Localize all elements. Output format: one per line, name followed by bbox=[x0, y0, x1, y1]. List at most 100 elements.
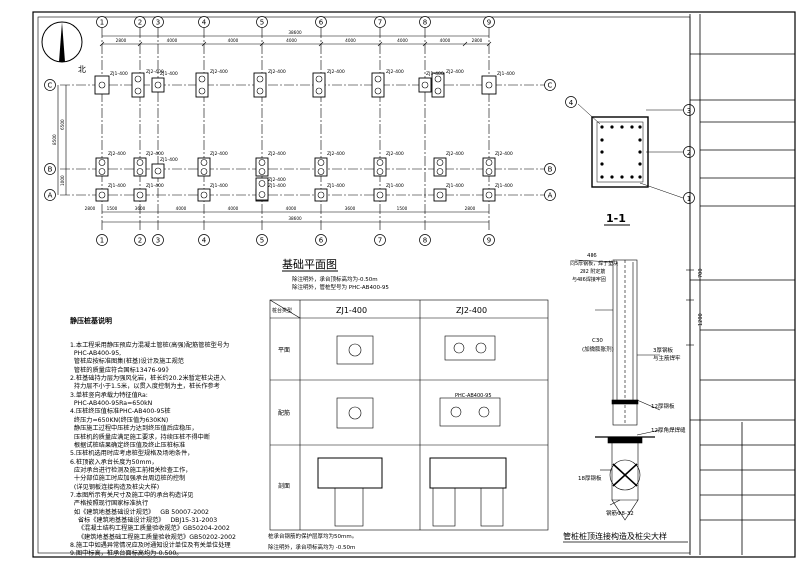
table-row-plan: 平面 bbox=[278, 347, 290, 354]
pile-cap bbox=[133, 157, 147, 177]
pile-cap-table bbox=[269, 299, 549, 531]
pile-cap bbox=[255, 157, 269, 177]
cap-label: ZJ2-400 bbox=[268, 151, 286, 157]
dim-text: 3600 bbox=[345, 206, 356, 211]
grid-bubble bbox=[374, 234, 386, 246]
pile bbox=[315, 87, 323, 95]
notes-title: 静压桩基说明 bbox=[70, 316, 112, 325]
dim-text: 1500 bbox=[107, 206, 118, 211]
note-line: 严格按照现行国家标准执行 bbox=[70, 500, 149, 508]
pile-cap bbox=[95, 188, 109, 202]
note-line: 《建筑地基基础工程施工质量验收规范》GB50202-2002 bbox=[70, 533, 236, 541]
dim-tick bbox=[422, 41, 428, 47]
grid-col-label: 9 bbox=[487, 237, 491, 245]
rebar-dot bbox=[600, 175, 604, 179]
pile bbox=[200, 159, 208, 166]
pile-cap bbox=[373, 157, 387, 177]
pile bbox=[136, 159, 144, 166]
grid-bubble bbox=[256, 16, 268, 28]
dim-text: 4000 bbox=[286, 206, 297, 211]
outer-frame bbox=[32, 11, 796, 558]
cap-label: ZJ1-400 bbox=[210, 183, 228, 189]
cap-label: ZJ1-400 bbox=[146, 183, 164, 189]
plan-title: 基础平面图 bbox=[282, 258, 337, 271]
rebar-dot bbox=[638, 125, 642, 129]
grid-bubble bbox=[96, 234, 108, 246]
dim-text: 2800 bbox=[116, 38, 127, 43]
grid-bubble bbox=[544, 189, 556, 201]
pile bbox=[317, 191, 325, 199]
dim-text: 4000 bbox=[176, 206, 187, 211]
note-line: 终压力=650KN(终压值为630KN) bbox=[70, 416, 169, 424]
detail-label: 12厚角焊焊缝 bbox=[651, 426, 686, 434]
dim-text: 4000 bbox=[345, 38, 356, 43]
rebar-dot bbox=[620, 125, 624, 129]
rebar-dot bbox=[630, 175, 634, 179]
note-line: (详见钢板连接构造及桩尖大样) bbox=[70, 483, 160, 491]
grid-bubble bbox=[44, 163, 56, 175]
cap-label: ZJ2-400 bbox=[327, 151, 345, 157]
pile bbox=[198, 87, 206, 95]
dim-text: 4000 bbox=[397, 38, 408, 43]
grid-col-label: 7 bbox=[378, 237, 382, 245]
note-line: 5.压桩机选用时应考虑桩型规格及场地条件， bbox=[70, 450, 194, 458]
plan-note-elevation: 除注明外，承台顶标高均为-0.50m bbox=[292, 275, 378, 283]
pile-cap bbox=[95, 157, 109, 177]
pile-cap bbox=[312, 72, 326, 98]
note-line: 1.本工程采用静压预应力混凝土管桩(高强)配筋管桩型号为 bbox=[70, 341, 230, 349]
section-title: 1-1 bbox=[606, 212, 626, 225]
cap-label: ZJ2-400 bbox=[268, 177, 286, 183]
rebar-dot bbox=[610, 175, 614, 179]
pile bbox=[200, 191, 208, 199]
pile bbox=[317, 159, 325, 166]
dim-text: 3600 bbox=[135, 206, 146, 211]
dim-text: 4000 bbox=[286, 38, 297, 43]
grid-col-label: 2 bbox=[138, 19, 142, 27]
pile-cap bbox=[314, 188, 328, 202]
note-line: 管桩应按标准图集(桩基)设计及施工规范 bbox=[70, 358, 184, 366]
pile bbox=[421, 81, 429, 89]
table-footnote-2: 除注明外，承台项标高均为 -0.50m bbox=[268, 543, 355, 551]
table-footnote-1: 桩承台钢筋的保护层厚均为50mm。 bbox=[268, 532, 357, 540]
dim-text: 6500 bbox=[60, 119, 65, 130]
grid-bubble bbox=[96, 16, 108, 28]
detail-label: 12厚钢板 bbox=[651, 402, 675, 410]
pile bbox=[317, 168, 325, 175]
dim-tick bbox=[462, 41, 468, 47]
dim-total: 8500 bbox=[52, 134, 57, 145]
note-line: 省标《建筑地基基础设计规范》 DBJ15-31-2003 bbox=[70, 516, 218, 524]
detail-dim: 700 bbox=[698, 268, 704, 278]
grid-bubble bbox=[544, 79, 556, 91]
rebar-dot bbox=[638, 150, 642, 154]
pile-cap bbox=[482, 188, 496, 202]
cap-label: ZJ2-400 bbox=[146, 151, 164, 157]
note-line: 8.施工中如遇异常情况应及时通知设计单位及有关单位处理 bbox=[70, 541, 231, 549]
detail-label: 与4Ⅱ6焊接牢固 bbox=[572, 276, 606, 283]
grid-col-label: 7 bbox=[378, 19, 382, 27]
cap-label: ZJ1-400 bbox=[160, 157, 178, 163]
grid-col-label: 1 bbox=[100, 237, 104, 245]
section-1-1: 4 3 2 1 1-1 bbox=[565, 96, 695, 226]
grid-row-label: C bbox=[548, 82, 553, 90]
grid-bubble bbox=[134, 234, 146, 246]
cap-label: ZJ1-400 bbox=[268, 183, 286, 189]
grid-bubble bbox=[483, 16, 495, 28]
pile-cap bbox=[255, 177, 269, 201]
table-col-zj1: ZJ1-400 bbox=[336, 306, 367, 315]
grid-row-label: B bbox=[48, 166, 53, 174]
note-line: 如《建筑地基基础设计规范》 GB 50007-2002 bbox=[70, 508, 209, 516]
grid-col-label: 4 bbox=[202, 19, 207, 27]
cap-label: ZJ2-400 bbox=[210, 151, 228, 157]
dim-tick bbox=[99, 41, 105, 47]
cap-label: ZJ2-400 bbox=[386, 69, 404, 75]
dim-text: 1000 bbox=[60, 175, 65, 186]
north-arrow: 北 bbox=[41, 21, 86, 74]
grid-col-label: 4 bbox=[202, 237, 207, 245]
pile bbox=[434, 75, 442, 83]
note-line: 管桩的质量应符合国标13476-99》 bbox=[70, 366, 172, 374]
pile bbox=[258, 159, 266, 166]
dim-text: 2800 bbox=[85, 206, 96, 211]
detail-label: 2Ⅱ2 附定筋 bbox=[580, 268, 605, 275]
pile bbox=[376, 191, 384, 199]
